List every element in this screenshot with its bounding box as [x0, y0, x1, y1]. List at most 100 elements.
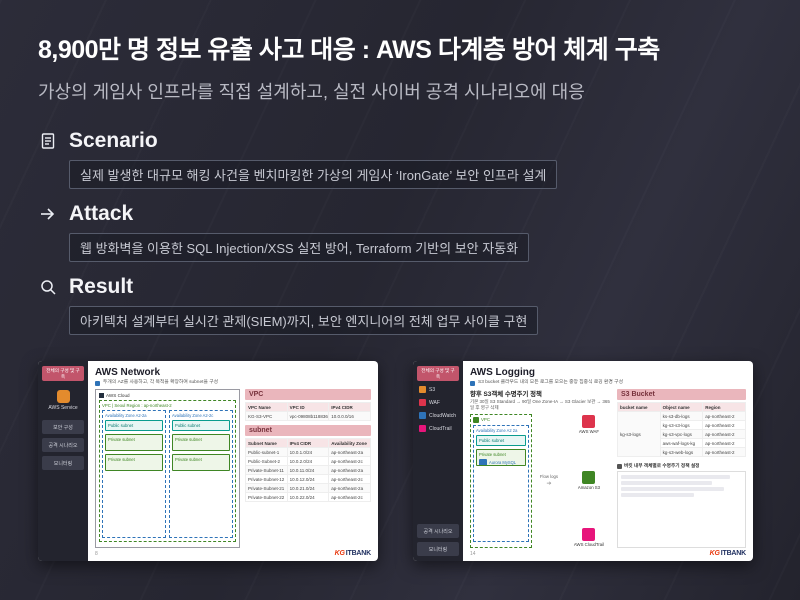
section-result-desc: 아키텍처 설계부터 실시간 관제(SIEM)까지, 보안 엔지니어의 전체 업무… — [69, 306, 539, 335]
subnet-col-header: Availability Zone — [328, 438, 371, 448]
s3-cell: kg-s3-web-logs — [659, 447, 704, 457]
flow-logs-label: Flow logs — [539, 474, 559, 480]
waf-icon — [419, 399, 426, 406]
thumb-network-main: AWS Network 두개의 AZ를 사용하고, 각 목적을 확장하여 sub… — [88, 361, 378, 561]
aws-cloudtrail-item: AWS CloudTrail — [574, 528, 604, 547]
s3-cell: ap-northeast-2 — [702, 438, 746, 448]
table-row: kg-s3-web-logs ap-northeast-2 — [617, 447, 746, 457]
sidebar-button-security: 보안 구성 — [42, 420, 84, 434]
s3-cell: ap-northeast-2 — [702, 411, 746, 421]
subnet-cell: Public-subnet-1 — [244, 447, 288, 457]
availability-zone-c: Availability Zone A2-2c Public subnet Pr… — [168, 410, 233, 538]
subnet-cell: ap-northeast-2c — [328, 492, 371, 502]
arrow-icon — [38, 204, 58, 224]
slide-header: 8,900만 명 정보 유출 사고 대응 : AWS 다계층 방어 체계 구축 … — [0, 0, 800, 104]
public-subnet-box: Public subnet — [171, 420, 230, 431]
s3-icon — [419, 386, 426, 393]
note-text: 두개의 AZ를 사용하고, 각 목적을 확장하여 subnet을 구성 — [103, 380, 219, 385]
private-subnet-box: Private subnet Aurora MySQL — [476, 448, 526, 466]
vpc-region-label: VPC | Seoul Region : ap-northeast-2 — [102, 403, 172, 408]
vpc-cell: 10.0.0.0/16 — [328, 411, 371, 421]
subnet-cell: 10.0.1.0/24 — [286, 447, 330, 457]
public-subnet-box: Public subnet — [476, 434, 526, 446]
section-attack-desc: 웹 방화벽을 이용한 SQL Injection/XSS 실전 방어, Terr… — [69, 233, 530, 262]
flow-arrow-icon: ➔ — [546, 481, 552, 488]
availability-zone-a: Availability Zone A2-2a Public subnet Pr… — [102, 410, 166, 538]
note-icon — [95, 381, 100, 386]
section-scenario-desc: 실제 발생한 대규모 해킹 사건을 벤치마킹한 가상의 게임사 ‘IronGat… — [69, 160, 558, 189]
thumb-logging-main: AWS Logging S3 bucket 클라우드 내의 모든 로그를 모으는… — [463, 361, 753, 561]
thumb-logging-title: AWS Logging — [470, 367, 535, 378]
subnet-cell: ap-northeast-2a — [328, 465, 371, 475]
vpc-col-header: VPC ID — [286, 402, 330, 412]
subnet-cell: 10.0.21.0/24 — [286, 483, 330, 493]
aws-service-label: AWS Service — [48, 405, 78, 411]
thumb-network-sidebar: 전체의 구성 및 구축 AWS Service 보안 구성 공격 시나리오 모니… — [38, 361, 88, 561]
sidebar-button-attack: 공격 시나리오 — [42, 438, 84, 452]
kg-itbank-logo: KGITBANK — [709, 550, 747, 557]
s3-bucket-table-title: S3 Bucket — [616, 389, 746, 400]
vpc-col-header: IPv4 CIDR — [328, 402, 371, 412]
aurora-mysql-item: Aurora MySQL — [479, 458, 523, 465]
lifecycle-caption: 버킷 내부 객체별로 수명주기 정책 설정 — [616, 463, 746, 469]
page-number: 8 — [95, 551, 98, 557]
subnet-cell: Private-Subnet-12 — [244, 474, 288, 484]
s3-col-header: bucket name — [616, 402, 661, 412]
cloudwatch-icon — [419, 412, 426, 419]
subnet-cell: 10.0.2.0/24 — [286, 456, 330, 466]
vpc-cell: vpc-09808b11883698dca — [286, 411, 330, 421]
aws-service-item: AWS Service — [42, 390, 84, 411]
vpc-icon — [473, 416, 479, 423]
s3-cell: ap-northeast-2 — [702, 429, 746, 439]
thumbnail-aws-network: 전체의 구성 및 구축 AWS Service 보안 구성 공격 시나리오 모니… — [38, 361, 378, 561]
page-number: 14 — [470, 551, 476, 557]
kg-itbank-logo: KGITBANK — [334, 550, 372, 557]
s3-bucket-table: bucket name Object name Region kg-s3-log… — [616, 402, 746, 457]
sidebar-item-cloudtrail: CloudTrail — [417, 424, 459, 433]
sidebar-button-monitoring: 모니터링 — [417, 542, 459, 556]
subnet-cell: 10.0.22.0/24 — [286, 492, 330, 502]
s3-bucket-cell: kg-s3-logs — [616, 411, 661, 457]
aws-service-icon — [56, 390, 70, 403]
subnet-cell: ap-northeast-2c — [328, 456, 371, 466]
s3-cell: ks-s3-db-logs — [659, 411, 704, 421]
network-tables: VPC VPC Name VPC ID IPv4 CIDR KG-S3-VPC … — [244, 389, 371, 548]
sidebar-item-s3: S3 — [417, 385, 459, 394]
private-subnet-box: Private subnet — [171, 434, 230, 451]
table-row: Private-Subnet-12 10.0.12.0/24 ap-northe… — [244, 474, 371, 484]
thumb-network-title: AWS Network — [95, 367, 161, 378]
sidebar-button-attack: 공격 시나리오 — [417, 524, 459, 538]
table-row: Public-subnet-1 10.0.1.0/24 ap-northeast… — [244, 447, 371, 457]
aws-service-icons: AWS WAF Amazon S3 AWS CloudTrail — [566, 414, 612, 548]
subnet-cell: 10.0.12.0/24 — [286, 474, 330, 484]
table-row: Public-Subnet-2 10.0.2.0/24 ap-northeast… — [244, 456, 371, 466]
s3-cell: ap-northeast-2 — [702, 420, 746, 430]
aws-waf-item: AWS WAF — [579, 414, 599, 434]
availability-zone-box: Availability Zone A2 2a Public subnet Pr… — [473, 424, 529, 542]
page-title: 8,900만 명 정보 유출 사고 대응 : AWS 다계층 방어 체계 구축 — [38, 36, 660, 64]
key-points: Scenario 실제 발생한 대규모 해킹 사건을 벤치마킹한 가상의 게임사… — [0, 104, 800, 337]
s3-col-header: Region — [702, 402, 746, 412]
private-subnet-box: Private subnet — [171, 454, 230, 471]
aws-cloud-icon — [99, 393, 104, 398]
s3-cell: kg-s3-vpc-logs — [659, 429, 704, 439]
subnet-col-header: IPv4 CIDR — [286, 438, 330, 448]
subnet-cell: Public-Subnet-2 — [244, 456, 288, 466]
thumb-sidebar-header: 전체의 구성 및 구축 — [42, 366, 84, 381]
s3-cell: ap-northeast-2 — [702, 447, 746, 457]
subnet-cell: Private-Subnet-11 — [244, 465, 288, 475]
section-result: Result 아키텍처 설계부터 실시간 관제(SIEM)까지, 보안 엔지니어… — [38, 275, 762, 337]
sidebar-button-monitoring: 모니터링 — [42, 456, 84, 470]
subnet-col-header: Subnet Name — [244, 438, 288, 448]
vpc-col-header: VPC Name — [244, 402, 288, 412]
thumb-network-note: 두개의 AZ를 사용하고, 각 목적을 확장하여 subnet을 구성 — [95, 380, 371, 386]
section-attack-title: Attack — [69, 202, 134, 225]
thumb-sidebar-header: 전체의 구성 및 구축 — [417, 366, 459, 381]
slide-thumbnails: 전체의 구성 및 구축 AWS Service 보안 구성 공격 시나리오 모니… — [0, 337, 800, 561]
private-subnet-box: Private subnet — [105, 434, 163, 451]
s3-cell: aws-waf-logs-kg — [659, 438, 704, 448]
s3-col-header: Object name — [659, 402, 704, 412]
subnet-table: Subnet Name IPv4 CIDR Availability Zone … — [244, 438, 371, 502]
lifecycle-policy-body: 기본 30일 S3 Standard → 90일 One Zone-IA → S… — [470, 399, 610, 410]
